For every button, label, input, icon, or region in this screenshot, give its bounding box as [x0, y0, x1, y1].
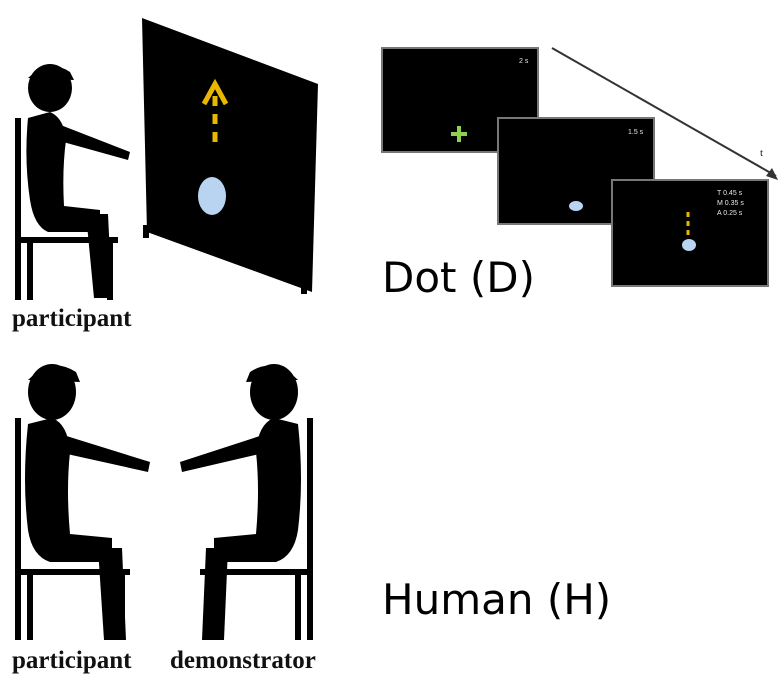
frame-1-timer: 2 s: [519, 58, 529, 65]
trial-frame-sequence: t 2 s 1.5 s T 0.45 s M 0.35 s A 0.25 s: [381, 47, 778, 287]
participant-seated-figure-bottom: [15, 364, 150, 640]
condition-label-dot: Dot (D): [382, 253, 535, 302]
frame-2-timer: 1.5 s: [628, 129, 644, 136]
dot-stimulus-icon: [569, 201, 583, 211]
arrow-up-icon: [201, 78, 229, 150]
fixation-cross-icon: [451, 126, 467, 142]
dot-stimulus-icon: [198, 177, 226, 215]
frame-3-movement: T 0.45 s M 0.35 s A 0.25 s: [611, 179, 769, 287]
wall-screen: [142, 18, 318, 294]
demonstrator-label: demonstrator: [170, 647, 316, 674]
participant-label-bottom: participant: [12, 647, 132, 674]
frame-3-timing-line-1: T 0.45 s: [717, 190, 743, 197]
demonstrator-seated-figure: [180, 364, 313, 640]
frame-3-timing-line-3: A 0.25 s: [717, 210, 743, 217]
time-axis-arrowhead-icon: [766, 168, 778, 180]
participant-seated-figure-top: [15, 64, 130, 300]
time-axis-label: t: [760, 147, 763, 159]
participant-label-top: participant: [12, 305, 132, 332]
dot-stimulus-icon: [682, 239, 696, 251]
frame-3-timing-line-2: M 0.35 s: [717, 200, 744, 207]
time-axis-line: [551, 47, 777, 177]
condition-label-human: Human (H): [382, 575, 611, 624]
